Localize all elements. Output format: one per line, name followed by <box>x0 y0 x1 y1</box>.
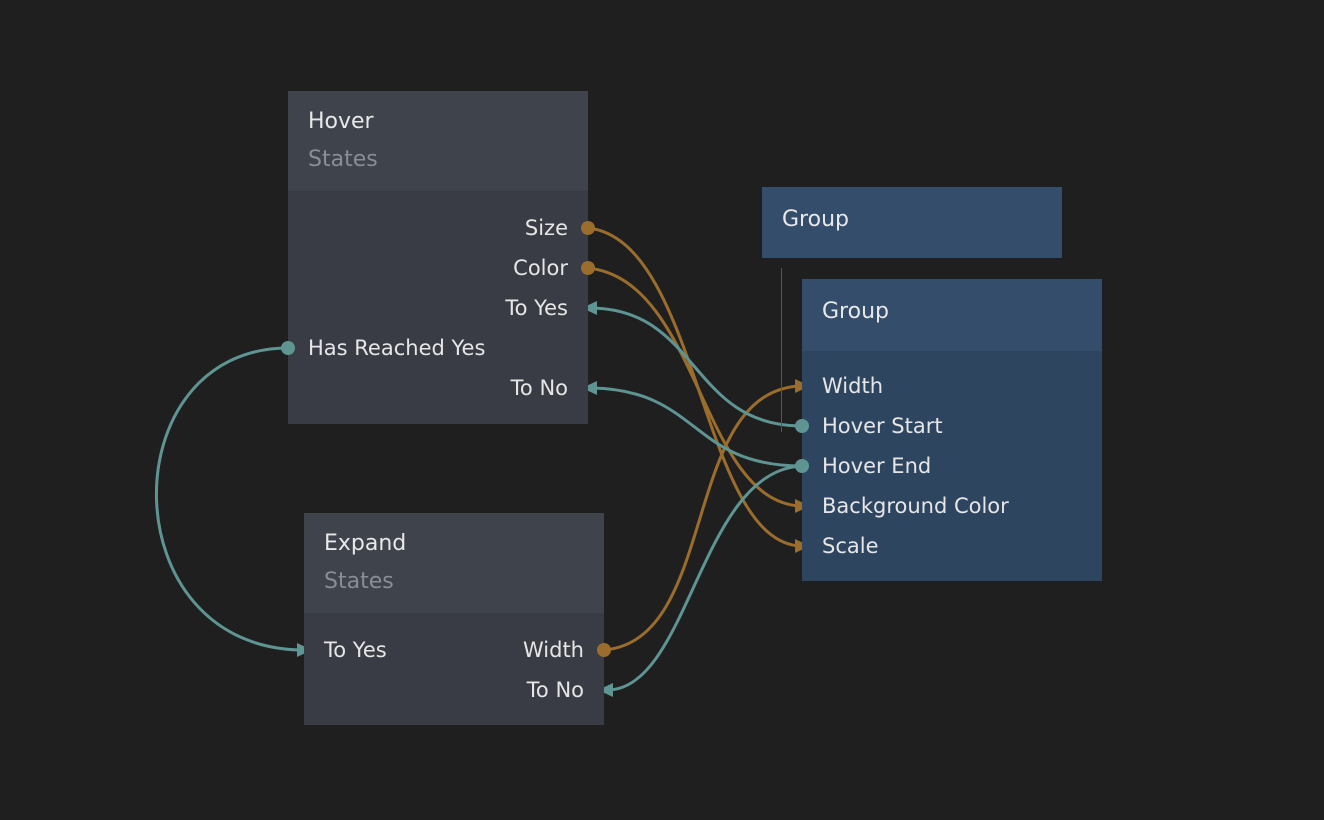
port-hover-end-dot[interactable] <box>795 459 809 473</box>
node-subtitle: States <box>324 569 394 594</box>
group-parent-node[interactable]: Group <box>762 187 1062 258</box>
node-body <box>802 351 1102 581</box>
node-header[interactable]: Group <box>762 187 1062 258</box>
port-color-dot[interactable] <box>581 261 595 275</box>
port-has-reached-yes-dot[interactable] <box>281 341 295 355</box>
node-body <box>304 613 604 725</box>
port-to-no[interactable]: To No <box>510 376 568 400</box>
port-hover-start-dot[interactable] <box>795 419 809 433</box>
node-title: Group <box>782 207 849 232</box>
node-header[interactable]: Hover States <box>288 91 588 191</box>
node-subtitle: States <box>308 147 378 172</box>
group-child-node[interactable]: Group Width Hover Start Hover End Backgr… <box>795 279 1102 581</box>
wire-hover-end-to-to-no[interactable] <box>591 386 803 468</box>
port-size-dot[interactable] <box>581 221 595 235</box>
port-to-yes[interactable]: To Yes <box>324 638 387 662</box>
node-header[interactable]: Expand States <box>304 513 604 613</box>
node-title: Expand <box>324 531 407 556</box>
port-size[interactable]: Size <box>524 216 568 240</box>
port-width-dot[interactable] <box>597 643 611 657</box>
wire-hover-start-to-to-yes[interactable] <box>591 306 803 428</box>
wire-color-to-background-color[interactable] <box>587 266 801 508</box>
port-width[interactable]: Width <box>522 638 584 662</box>
hierarchy-guide-line <box>781 268 782 432</box>
wire-has-reached-yes-to-expand-to-yes[interactable] <box>155 346 305 652</box>
wire-size-to-scale[interactable] <box>587 226 801 548</box>
port-to-no[interactable]: To No <box>526 678 584 702</box>
port-has-reached-yes[interactable]: Has Reached Yes <box>308 336 486 360</box>
node-title: Hover <box>308 109 374 134</box>
port-color[interactable]: Color <box>513 256 568 280</box>
wire-hover-end-to-expand-to-no[interactable] <box>607 464 803 692</box>
node-title: Group <box>822 299 889 324</box>
expand-states-node[interactable]: Expand States To Yes Width To No <box>304 513 611 725</box>
port-to-yes[interactable]: To Yes <box>505 296 568 320</box>
hover-states-node[interactable]: Hover States Size Color To Yes Has Reach… <box>281 91 595 424</box>
wire-width-to-width[interactable] <box>603 384 801 652</box>
node-body <box>288 191 588 424</box>
port-scale[interactable]: Scale <box>822 534 879 558</box>
node-header[interactable]: Group <box>802 279 1102 351</box>
port-hover-end[interactable]: Hover End <box>822 454 932 478</box>
port-width[interactable]: Width <box>822 374 884 398</box>
port-hover-start[interactable]: Hover Start <box>822 414 943 438</box>
port-background-color[interactable]: Background Color <box>822 494 1009 518</box>
